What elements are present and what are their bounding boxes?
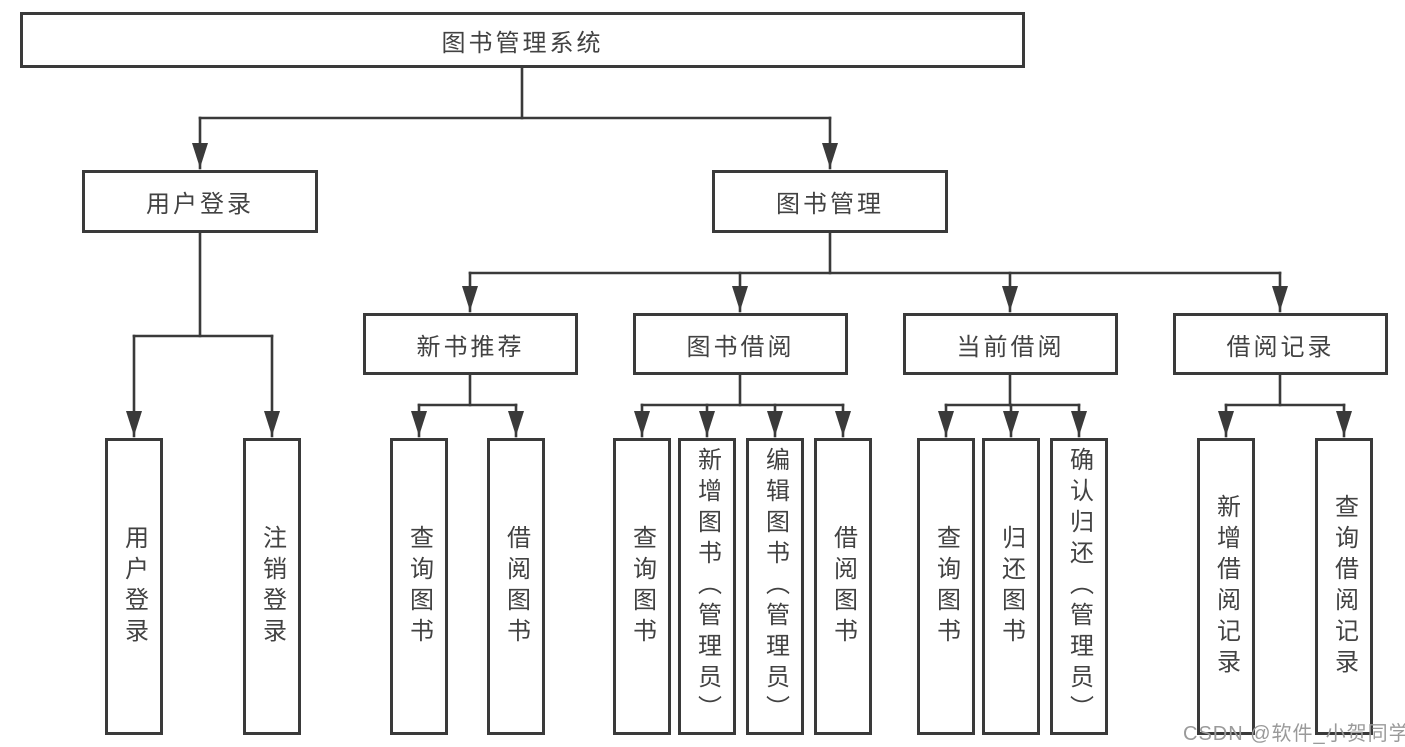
node-leaf-query-books-borrowing: 查询图书	[613, 438, 671, 735]
node-current-borrowing: 当前借阅	[903, 313, 1118, 375]
connector-borrowing-records-children	[1218, 373, 1352, 438]
node-book-management: 图书管理	[712, 170, 948, 233]
node-leaf-confirm-return-admin: 确认归还（管理员）	[1050, 438, 1108, 735]
connector-user-login-children	[126, 231, 280, 438]
watermark: CSDN @软件_小贺同学	[1183, 723, 1405, 745]
node-leaf-user-login: 用户登录	[105, 438, 163, 735]
node-new-book-recommendation: 新书推荐	[363, 313, 578, 375]
node-leaf-borrow-books-borrowing: 借阅图书	[814, 438, 872, 735]
node-leaf-add-book-admin: 新增图书（管理员）	[678, 438, 736, 735]
node-library-management-system: 图书管理系统	[20, 12, 1025, 68]
node-leaf-query-borrow-record: 查询借阅记录	[1315, 438, 1373, 735]
node-book-borrowing: 图书借阅	[633, 313, 848, 375]
connector-current-borrowing-children	[938, 373, 1087, 438]
connector-root-to-level2	[192, 66, 838, 170]
connector-book-borrowing-children	[634, 373, 851, 438]
node-leaf-query-books-recommend: 查询图书	[390, 438, 448, 735]
node-leaf-edit-book-admin: 编辑图书（管理员）	[746, 438, 804, 735]
node-user-login: 用户登录	[82, 170, 318, 233]
node-leaf-query-books-current: 查询图书	[917, 438, 975, 735]
connector-book-management-to-level3	[462, 231, 1288, 313]
node-leaf-borrow-books-recommend: 借阅图书	[487, 438, 545, 735]
node-leaf-return-book: 归还图书	[982, 438, 1040, 735]
node-leaf-add-borrow-record: 新增借阅记录	[1197, 438, 1255, 735]
node-borrowing-records: 借阅记录	[1173, 313, 1388, 375]
connector-new-book-recommendation-children	[411, 373, 524, 438]
node-leaf-logout: 注销登录	[243, 438, 301, 735]
